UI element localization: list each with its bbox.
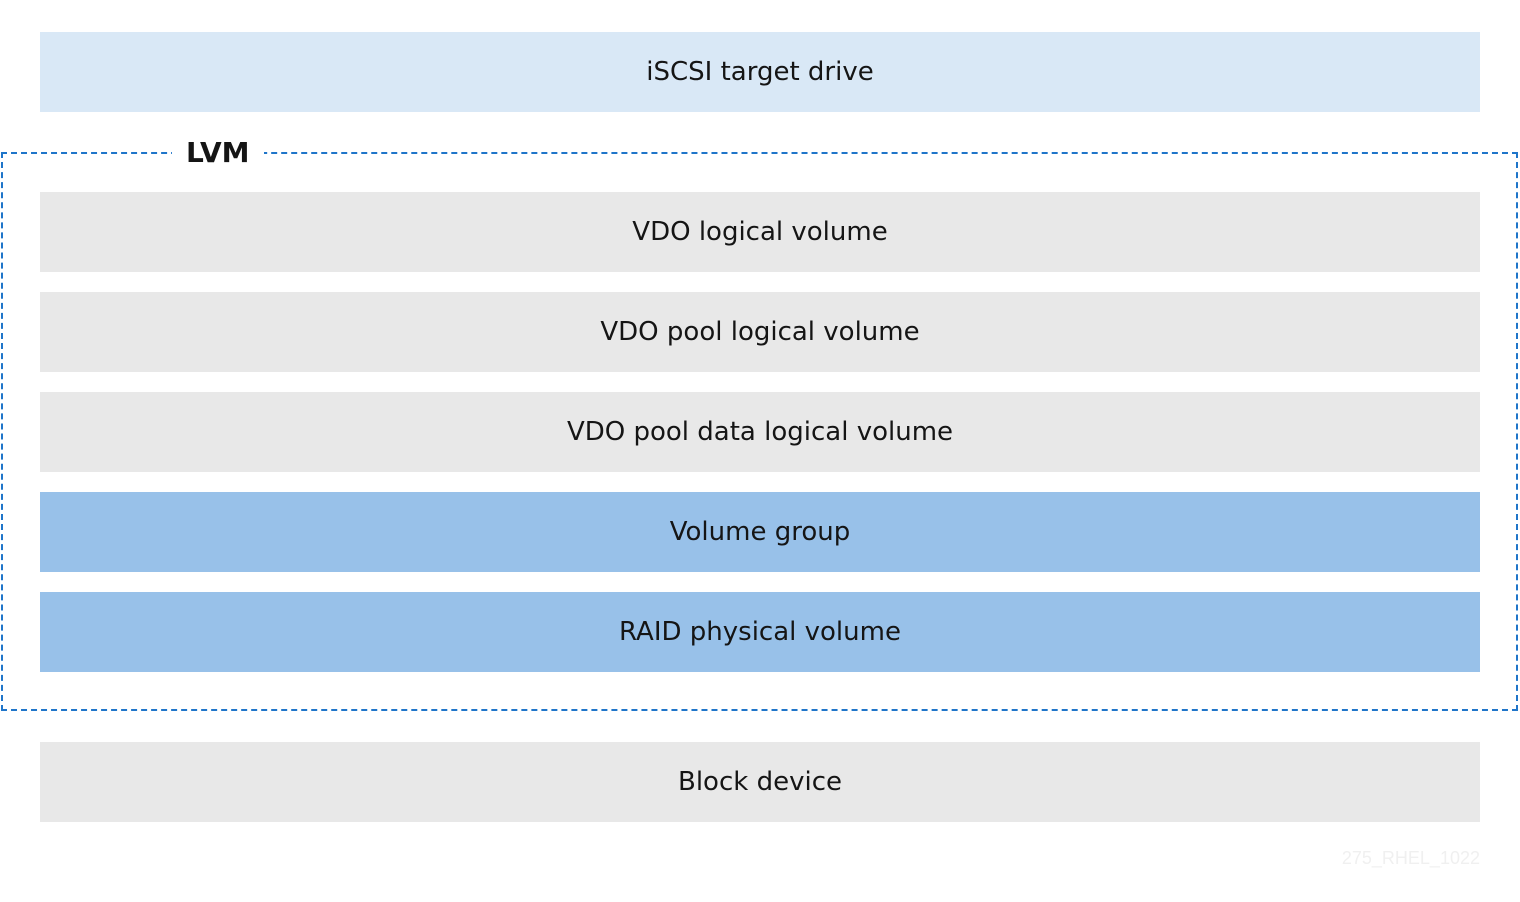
layer-label: VDO pool logical volume: [600, 317, 920, 347]
layer-label: RAID physical volume: [619, 617, 901, 647]
layer-label: iSCSI target drive: [646, 57, 874, 87]
lvm-group-box: [1, 152, 1518, 711]
layer-iscsi-target-drive: iSCSI target drive: [40, 32, 1480, 112]
layer-vdo-pool-data-logical-volume: VDO pool data logical volume: [40, 392, 1480, 472]
layer-label: VDO pool data logical volume: [566, 417, 954, 447]
layer-label: Block device: [678, 767, 842, 797]
layer-raid-physical-volume: RAID physical volume: [40, 592, 1480, 672]
layer-vdo-logical-volume: VDO logical volume: [40, 192, 1480, 272]
layer-label: VDO logical volume: [632, 217, 888, 247]
layer-volume-group: Volume group: [40, 492, 1480, 572]
figure-id-watermark: 275_RHEL_1022: [1341, 848, 1480, 868]
layer-vdo-pool-logical-volume: VDO pool logical volume: [40, 292, 1480, 372]
lvm-group-label: LVM: [172, 134, 264, 172]
layer-block-device: Block device: [40, 742, 1480, 822]
layer-label: Volume group: [669, 517, 851, 547]
